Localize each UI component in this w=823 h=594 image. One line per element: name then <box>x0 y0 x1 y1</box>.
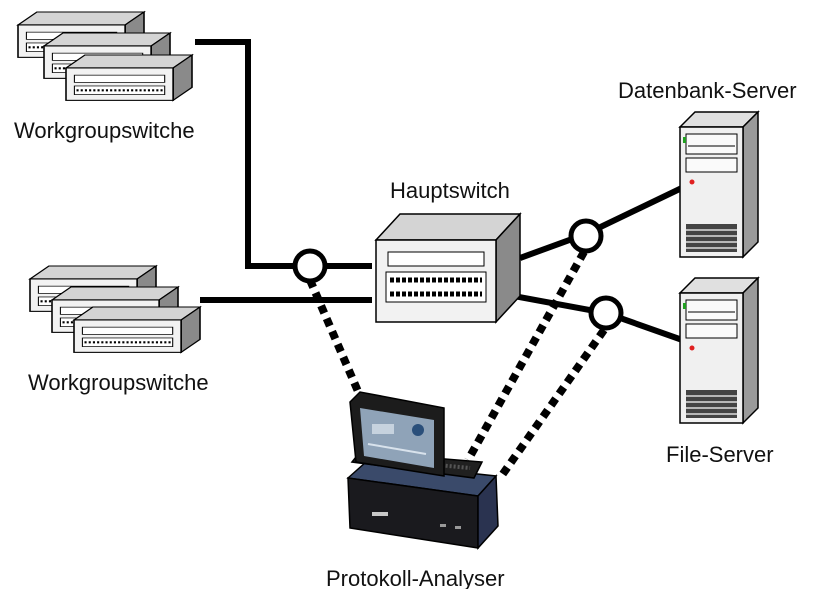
tower-server-icon-database <box>679 111 759 258</box>
rack-switch-icon-main <box>374 212 522 324</box>
monitor-link-3 <box>496 327 608 481</box>
laptop-analyzer-icon <box>346 391 499 550</box>
label-analyzer: Protokoll-Analyser <box>326 566 505 589</box>
rack-switch-icon-bottom-stack <box>28 264 202 354</box>
cable-workgroup-top <box>195 39 372 269</box>
tower-server-icon-file <box>679 277 759 424</box>
label-workgroup-top: Workgroupswitche <box>14 118 195 143</box>
tap-icon-3 <box>588 295 624 331</box>
label-db-server: Datenbank-Server <box>618 78 797 103</box>
monitor-link-1 <box>306 278 364 398</box>
monitor-links <box>306 250 608 481</box>
rack-switch-icon-top-stack <box>16 10 194 102</box>
label-main-switch: Hauptswitch <box>390 178 510 203</box>
label-workgroup-bottom: Workgroupswitche <box>28 370 209 395</box>
tap-icon-1 <box>292 248 328 284</box>
monitor-link-2 <box>464 250 588 462</box>
tap-points <box>292 218 624 331</box>
cable-db-server <box>518 182 690 261</box>
tap-icon-2 <box>568 218 604 254</box>
label-file-server: File-Server <box>666 442 774 467</box>
